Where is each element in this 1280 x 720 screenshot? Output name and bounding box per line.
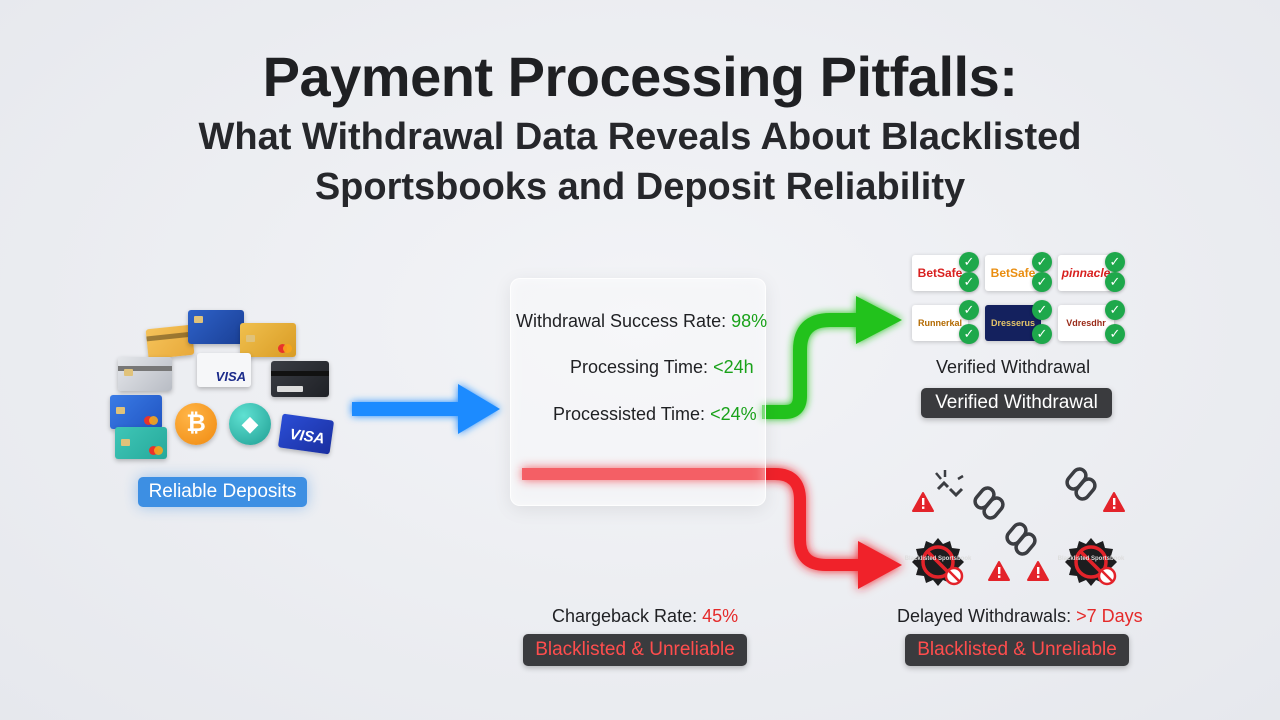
verified-withdrawal-caption: Verified Withdrawal — [936, 357, 1091, 377]
warning-icon — [988, 561, 1010, 581]
sportsbook-logo: Vdresdhr — [1058, 305, 1114, 341]
chargeback-rate: Chargeback Rate: 45% — [552, 606, 739, 626]
reliable-deposits-badge: Reliable Deposits — [138, 477, 307, 507]
deposit-flow-arrow — [352, 384, 500, 434]
check-icon: ✓ — [1105, 300, 1125, 320]
check-icon: ✓ — [959, 252, 979, 272]
credit-card-icon — [188, 310, 244, 344]
processing-time: Processing Time: <24h — [570, 357, 754, 377]
blacklisted-unreliable-badge-left: Blacklisted & Unreliable — [523, 634, 747, 666]
check-icon: ✓ — [1105, 324, 1125, 344]
blacklist-seal-icon: Blacklisted Sportsbook — [1058, 536, 1125, 588]
bitcoin-icon: ₿ — [175, 403, 217, 445]
link-icon — [970, 483, 1008, 523]
blacklisted-flow-arrow — [522, 468, 902, 589]
withdrawal-success-value: 98% — [731, 311, 768, 331]
subtitle-line-2: Sportsbooks and Deposit Reliability — [314, 166, 966, 208]
withdrawal-stats-panel — [510, 278, 766, 506]
svg-text:Blacklisted Sportsbook: Blacklisted Sportsbook — [905, 556, 972, 562]
broken-link-icon — [935, 470, 964, 498]
visa-card-icon: VISA — [197, 353, 251, 387]
check-icon: ✓ — [1105, 272, 1125, 292]
subtitle-line-1: What Withdrawal Data Reveals About Black… — [198, 116, 1082, 158]
verified-withdrawal-badge: Verified Withdrawal — [921, 388, 1112, 418]
verified-sportsbook-grid: BetSafe ✓ ✓ BetSafe ✓ ✓ pinnacle ✓ ✓ Run… — [912, 252, 1132, 344]
check-icon: ✓ — [1032, 324, 1052, 344]
credit-card-icon — [271, 361, 329, 397]
sportsbook-logo: Runnerkal — [912, 305, 968, 341]
processisted-time: Processisted Time: <24% — [553, 404, 757, 424]
sportsbook-logo: BetSafe — [985, 255, 1041, 291]
blacklisted-unreliable-badge-right: Blacklisted & Unreliable — [905, 634, 1129, 666]
sportsbook-logo: pinnacle — [1058, 255, 1114, 291]
chargeback-rate-value: 45% — [702, 606, 739, 626]
check-icon: ✓ — [1032, 272, 1052, 292]
deposit-methods-cluster: VISA ₿ ◆ VISA — [105, 305, 340, 465]
check-icon: ✓ — [1032, 300, 1052, 320]
link-icon — [1062, 465, 1100, 504]
check-icon: ✓ — [1105, 252, 1125, 272]
warning-icon — [1103, 492, 1125, 512]
svg-text:Blacklisted Sportsbook: Blacklisted Sportsbook — [1058, 556, 1125, 562]
ethereum-icon: ◆ — [229, 403, 271, 445]
blacklisted-icons-cluster: Blacklisted Sportsbook Blacklisted Sport… — [905, 465, 1125, 588]
verified-flow-arrow — [762, 296, 902, 419]
warning-icon — [1027, 561, 1049, 581]
delayed-withdrawals: Delayed Withdrawals: >7 Days — [897, 606, 1143, 626]
processisted-time-value: <24% — [710, 404, 757, 424]
check-icon: ✓ — [959, 324, 979, 344]
sportsbook-logo: BetSafe — [912, 255, 968, 291]
withdrawal-success-rate: Withdrawal Success Rate: 98% — [516, 311, 768, 331]
sportsbook-logo: Dresserus — [985, 305, 1041, 341]
check-icon: ✓ — [959, 272, 979, 292]
check-icon: ✓ — [1032, 252, 1052, 272]
credit-card-icon — [115, 427, 167, 459]
blacklist-seal-icon: Blacklisted Sportsbook — [905, 536, 972, 588]
credit-card-icon — [240, 323, 296, 357]
credit-card-icon — [118, 357, 172, 391]
link-icon — [1002, 519, 1040, 559]
warning-icon — [912, 492, 934, 512]
delayed-withdrawals-value: >7 Days — [1076, 606, 1143, 626]
visa-card-icon: VISA — [277, 413, 335, 455]
credit-card-icon — [110, 395, 162, 429]
processing-time-value: <24h — [713, 357, 754, 377]
check-icon: ✓ — [959, 300, 979, 320]
page-title: Payment Processing Pitfalls: — [262, 45, 1018, 108]
page-subtitle: What Withdrawal Data Reveals About Black… — [0, 112, 1280, 212]
